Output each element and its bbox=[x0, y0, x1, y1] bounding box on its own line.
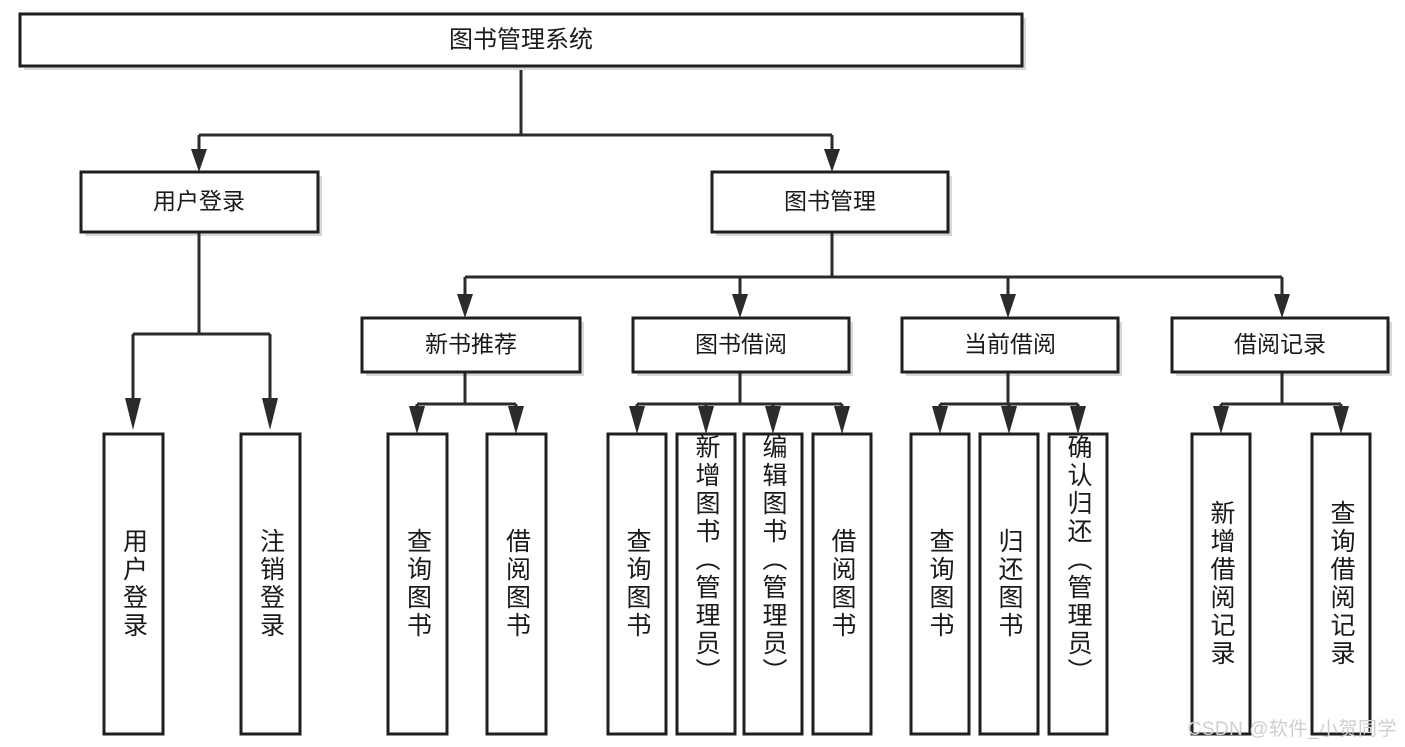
leaf-box-bb-query-book[interactable] bbox=[606, 432, 668, 736]
arrow-leaf-cb-confirm bbox=[1070, 406, 1086, 434]
arrow-book-manage bbox=[824, 149, 840, 172]
arrow-leaf-logout bbox=[262, 398, 278, 430]
node-book-borrow-label: 图书借阅 bbox=[695, 331, 787, 357]
connectors bbox=[125, 70, 1349, 434]
node-root-box[interactable] bbox=[18, 12, 1024, 68]
leaf-box-cb-confirm-return[interactable] bbox=[1047, 432, 1109, 736]
node-root[interactable]: 图书管理系统 bbox=[18, 12, 1024, 68]
arrow-leaf-nb-query bbox=[409, 406, 425, 434]
node-user-login-label: 用户登录 bbox=[153, 188, 245, 214]
leaf-box-bb-add-book[interactable] bbox=[675, 432, 737, 736]
node-book-manage-label: 图书管理 bbox=[784, 188, 876, 214]
node-new-book-recommend[interactable]: 新书推荐 bbox=[360, 316, 582, 374]
leaf-box-nb-borrow-book[interactable] bbox=[485, 432, 548, 736]
arrow-leaf-nb-borrow bbox=[508, 406, 524, 434]
node-user-login-box[interactable] bbox=[79, 170, 320, 234]
node-book-manage[interactable]: 图书管理 bbox=[710, 170, 950, 234]
arrow-leaf-user-login bbox=[125, 398, 141, 430]
node-root-label: 图书管理系统 bbox=[449, 26, 593, 53]
leaf-boxes bbox=[102, 432, 1372, 736]
node-current-borrow-box[interactable] bbox=[900, 316, 1120, 374]
node-borrow-record-label: 借阅记录 bbox=[1234, 331, 1326, 357]
node-book-manage-box[interactable] bbox=[710, 170, 950, 234]
leaf-box-user-login[interactable] bbox=[102, 432, 165, 736]
leaf-box-logout[interactable] bbox=[239, 432, 302, 736]
node-current-borrow[interactable]: 当前借阅 bbox=[900, 316, 1120, 374]
arrow-new-book bbox=[457, 294, 473, 318]
node-new-book-recommend-label: 新书推荐 bbox=[425, 331, 517, 357]
arrow-leaf-br-query bbox=[1333, 406, 1349, 434]
arrow-current-borrow bbox=[1000, 294, 1016, 318]
arrow-leaf-bb-borrow bbox=[834, 406, 850, 434]
node-borrow-record-box[interactable] bbox=[1170, 316, 1390, 374]
arrow-leaf-bb-query bbox=[629, 406, 645, 434]
leaf-box-cb-query-book[interactable] bbox=[909, 432, 971, 736]
node-book-borrow[interactable]: 图书借阅 bbox=[631, 316, 851, 374]
arrow-leaf-cb-return bbox=[1001, 406, 1017, 434]
arrow-leaf-bb-edit bbox=[765, 406, 781, 434]
node-user-login[interactable]: 用户登录 bbox=[79, 170, 320, 234]
arrow-borrow-record bbox=[1274, 294, 1290, 318]
arrow-leaf-br-add bbox=[1213, 406, 1229, 434]
leaf-box-bb-borrow-book[interactable] bbox=[811, 432, 873, 736]
leaf-box-br-query-record[interactable] bbox=[1310, 432, 1372, 736]
node-borrow-record[interactable]: 借阅记录 bbox=[1170, 316, 1390, 374]
leaf-box-nb-query-book[interactable] bbox=[386, 432, 449, 736]
node-new-book-recommend-box[interactable] bbox=[360, 316, 582, 374]
arrow-book-borrow bbox=[732, 294, 748, 318]
csdn-watermark: CSDN @软件_小贺同学 bbox=[1187, 719, 1397, 740]
leaf-box-bb-edit-book[interactable] bbox=[742, 432, 804, 736]
leaf-box-cb-return-book[interactable] bbox=[978, 432, 1040, 736]
node-book-borrow-box[interactable] bbox=[631, 316, 851, 374]
arrow-leaf-cb-query bbox=[932, 406, 948, 434]
arrow-user-login bbox=[191, 149, 207, 172]
node-current-borrow-label: 当前借阅 bbox=[964, 331, 1056, 357]
leaf-box-br-add-record[interactable] bbox=[1190, 432, 1252, 736]
arrow-leaf-bb-add bbox=[698, 406, 714, 434]
